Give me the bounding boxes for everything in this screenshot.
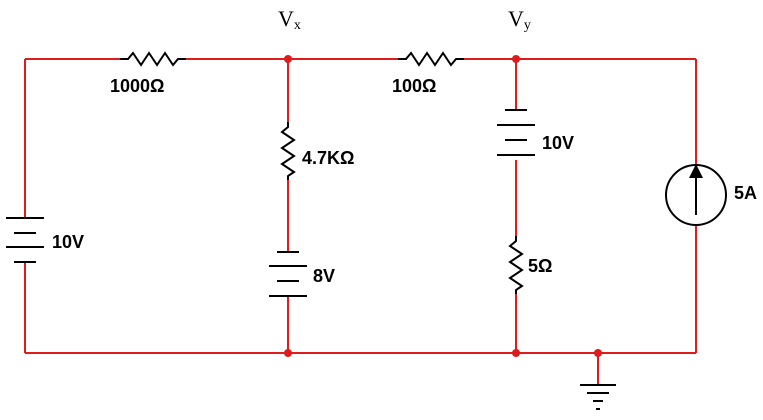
current-source-icon xyxy=(665,164,727,226)
resistor-r3: 4.7KΩ xyxy=(280,122,354,180)
current-source-i1: 5A xyxy=(665,164,757,226)
battery-v1-label: 10V xyxy=(52,232,84,252)
battery-icon xyxy=(269,251,307,297)
resistor-r4-label: 5Ω xyxy=(528,256,552,276)
resistor-r4: 5Ω xyxy=(508,236,552,294)
node-label-vx: Vx xyxy=(278,6,301,33)
battery-v2: 8V xyxy=(269,251,335,297)
junction-bottom-vy xyxy=(512,349,520,357)
junction-ground xyxy=(594,349,602,357)
resistor-r2-label: 100Ω xyxy=(392,76,436,96)
battery-v1: 10V xyxy=(6,217,84,263)
battery-v3: 10V xyxy=(497,109,574,156)
node-label-vy: Vy xyxy=(508,6,531,33)
junction-vx xyxy=(284,55,292,63)
junction-vy xyxy=(512,55,520,63)
resistor-r1-label: 1000Ω xyxy=(110,76,164,96)
battery-v2-label: 8V xyxy=(313,266,335,286)
junctions xyxy=(284,55,602,357)
battery-v3-label: 10V xyxy=(542,133,574,153)
resistor-icon xyxy=(120,51,186,67)
ground-icon xyxy=(580,384,616,410)
resistor-icon xyxy=(398,51,464,67)
resistor-icon xyxy=(508,236,524,294)
resistor-r2: 100Ω xyxy=(392,51,464,96)
resistor-r1: 1000Ω xyxy=(110,51,186,96)
battery-icon xyxy=(497,109,535,156)
wires xyxy=(24,58,697,384)
current-source-label: 5A xyxy=(734,183,757,203)
junction-bottom-mid xyxy=(284,349,292,357)
resistor-r3-label: 4.7KΩ xyxy=(302,148,354,168)
battery-icon xyxy=(6,217,44,263)
resistor-icon xyxy=(280,122,296,180)
